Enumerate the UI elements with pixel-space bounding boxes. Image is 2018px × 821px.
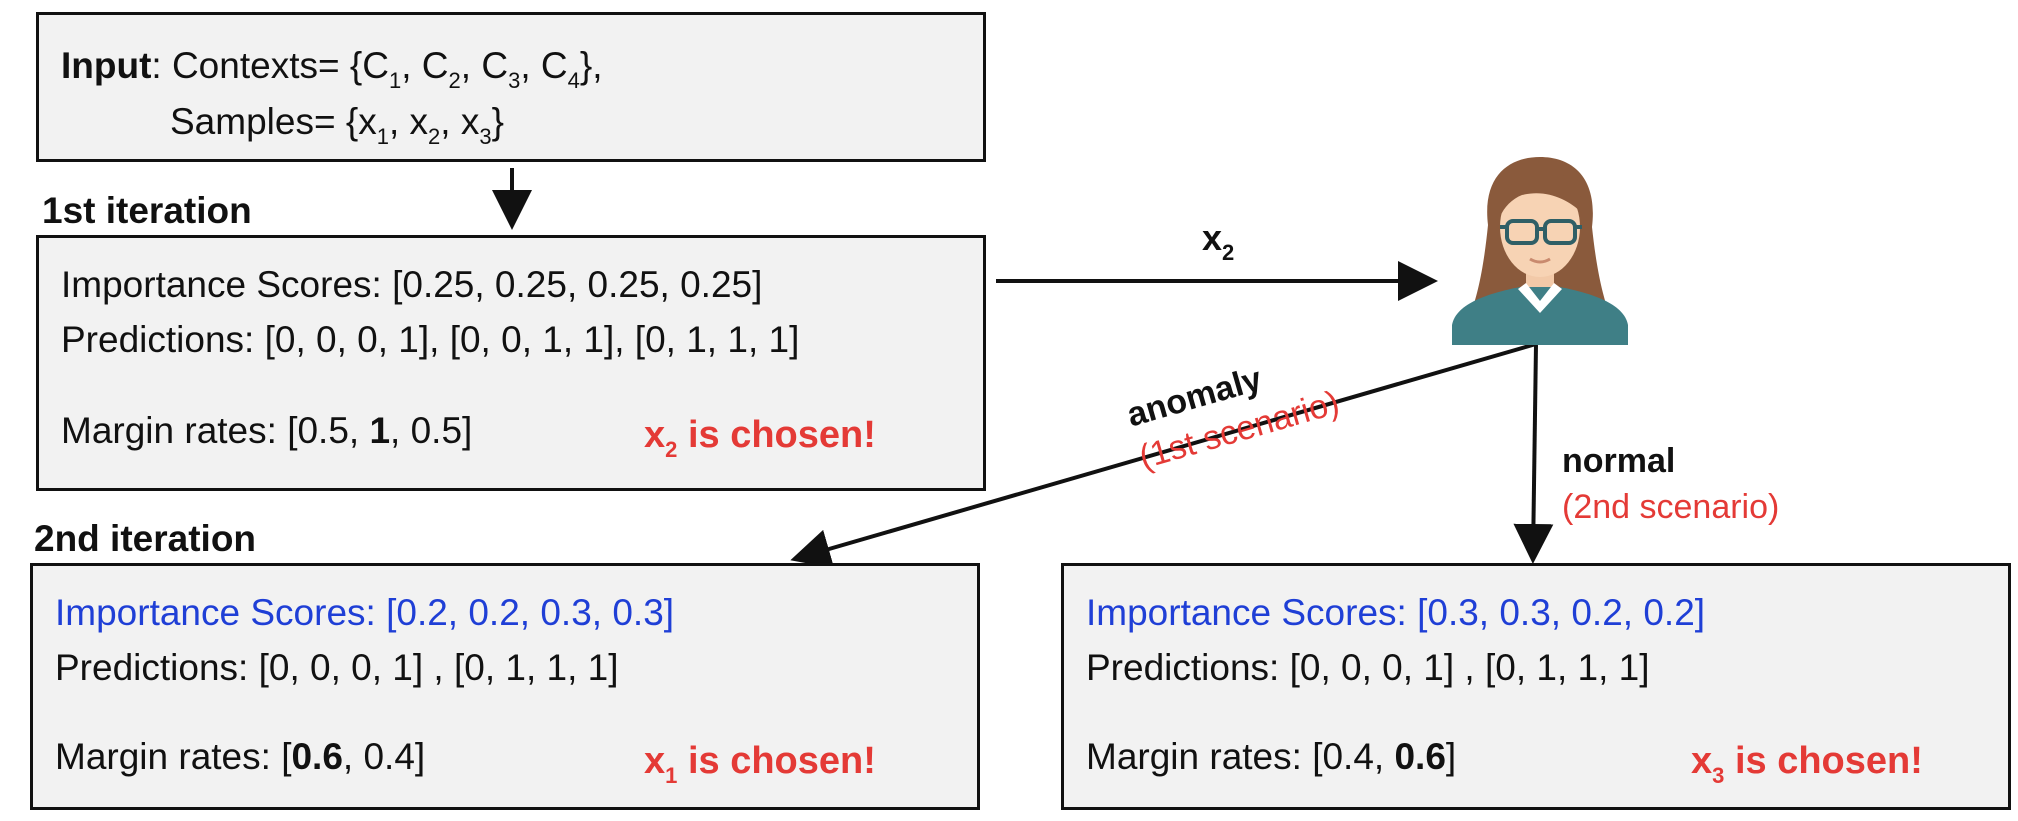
iter2-right-box: Importance Scores: [0.3, 0.3, 0.2, 0.2] … <box>1061 563 2011 810</box>
iter2-left-box: Importance Scores: [0.2, 0.2, 0.3, 0.3] … <box>30 563 980 810</box>
normal-scenario: (2nd scenario) <box>1562 488 1780 526</box>
normal-label: normal <box>1562 442 1676 480</box>
context-c1: C1 <box>362 45 402 93</box>
iter1-margin: Margin rates: [0.5, 1, 0.5] <box>61 410 473 451</box>
iter2-right-margin: Margin rates: [0.4, 0.6] <box>1086 736 1457 777</box>
iter1-chosen: x2 is chosen! <box>644 414 876 462</box>
arrow-normal <box>1513 343 1554 564</box>
context-c4: C4 <box>540 45 580 93</box>
iter2-left-importance: Importance Scores: [0.2, 0.2, 0.3, 0.3] <box>55 592 675 633</box>
sample-x2: x2 <box>409 101 441 149</box>
contexts-line: Input: Contexts= {C1, C2, C3, C4}, <box>61 45 603 93</box>
iter2-left-margin: Margin rates: [0.6, 0.4] <box>55 736 426 777</box>
samples-prefix: Samples= { <box>170 101 359 142</box>
iter1-box: Importance Scores: [0.25, 0.25, 0.25, 0.… <box>36 235 986 491</box>
contexts-suffix: }, <box>579 45 603 86</box>
samples-line: Samples= {x1, x2, x3} <box>170 101 504 149</box>
samples-suffix: } <box>491 101 504 142</box>
context-c2: C2 <box>421 45 461 93</box>
input-box: Input: Contexts= {C1, C2, C3, C4}, Sampl… <box>36 12 986 162</box>
iter2-right-predictions: Predictions: [0, 0, 0, 1] , [0, 1, 1, 1] <box>1086 647 1650 688</box>
annotator-woman-icon <box>1452 157 1628 345</box>
iter1-predictions: Predictions: [0, 0, 0, 1], [0, 0, 1, 1],… <box>61 319 800 360</box>
iter2-right-importance: Importance Scores: [0.3, 0.3, 0.2, 0.2] <box>1086 592 1706 633</box>
iter2-heading: 2nd iteration <box>34 518 257 559</box>
iter2-left-predictions: Predictions: [0, 0, 0, 1] , [0, 1, 1, 1] <box>55 647 619 688</box>
iter1-heading: 1st iteration <box>42 190 252 231</box>
normal-label-group: normal (2nd scenario) <box>1562 438 1779 530</box>
sample-x1: x1 <box>358 101 389 149</box>
iter2-right-chosen: x3 is chosen! <box>1691 740 1923 788</box>
arrow-anomaly <box>790 342 1537 569</box>
arrow-x2-label: x2 <box>1202 217 1235 265</box>
context-c3: C3 <box>481 45 521 93</box>
input-label: Input <box>61 45 152 86</box>
iter1-importance: Importance Scores: [0.25, 0.25, 0.25, 0.… <box>61 264 763 305</box>
contexts-prefix: : Contexts= { <box>151 45 363 86</box>
sample-x3: x3 <box>460 101 492 149</box>
iter2-left-chosen: x1 is chosen! <box>644 740 876 788</box>
